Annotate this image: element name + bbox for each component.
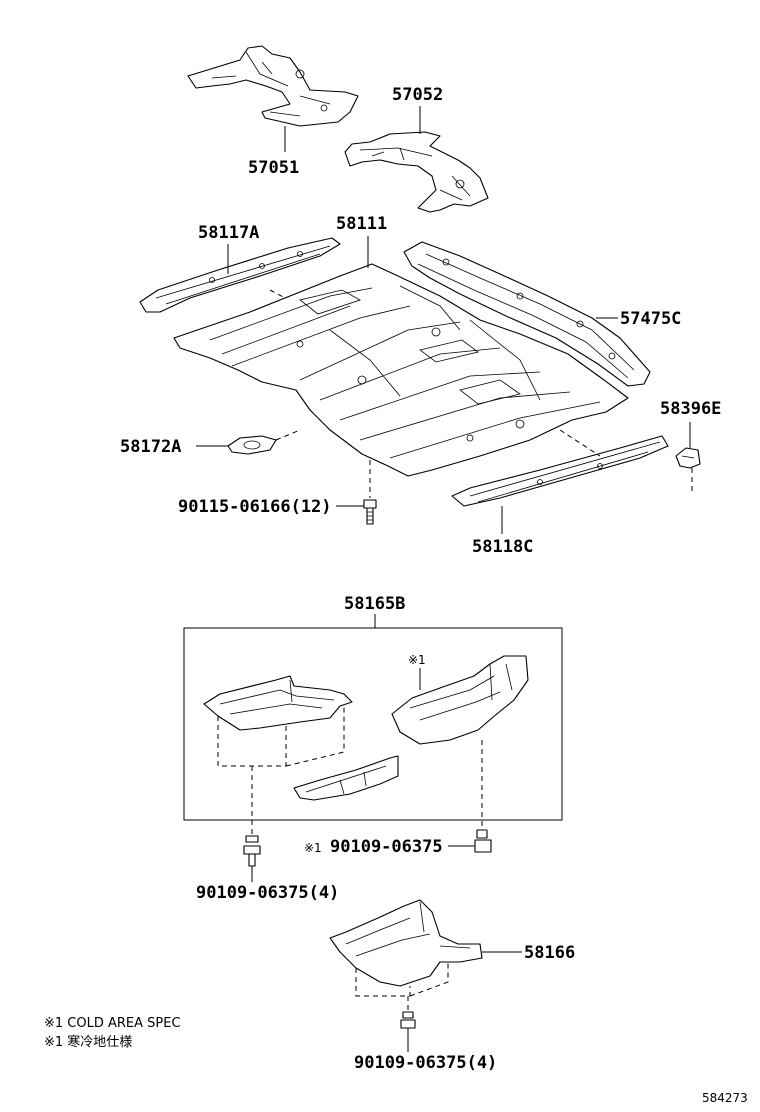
diagram-number: 584273 — [702, 1091, 748, 1105]
note-cold-area-spec-jp: ※1 寒冷地仕様 — [44, 1034, 132, 1050]
label-58396E: 58396E — [660, 399, 721, 419]
bolt-90109-06375-bottom[interactable] — [400, 1011, 416, 1029]
cold-spec-mark-cover: ※1 — [408, 653, 426, 667]
label-57052: 57052 — [392, 85, 443, 105]
label-58118C: 58118C — [472, 537, 533, 557]
label-58165B: 58165B — [344, 594, 405, 614]
bolt-90109-06375-left[interactable] — [243, 835, 261, 867]
part-58165B-bracket[interactable] — [293, 755, 399, 801]
assembly-58165B-box — [183, 627, 563, 821]
label-90115-06166: 90115-06166(12) — [178, 497, 332, 517]
label-90109-06375-left: 90109-06375(4) — [196, 883, 339, 903]
part-58165B-right-cover[interactable] — [391, 655, 529, 745]
label-90109-06375-bottom: 90109-06375(4) — [354, 1053, 497, 1073]
part-58172A-plug[interactable] — [227, 435, 277, 455]
part-57475C-side-member[interactable] — [403, 241, 651, 387]
part-57051-crossmember[interactable] — [187, 45, 359, 127]
bolt-90115-06166[interactable] — [363, 499, 377, 525]
label-58172A: 58172A — [120, 437, 181, 457]
part-58165B-left-cover[interactable] — [203, 675, 353, 731]
part-58111-floor-pan[interactable] — [173, 263, 629, 477]
part-58396E-bracket[interactable] — [675, 447, 701, 469]
label-58166: 58166 — [524, 943, 575, 963]
label-57051: 57051 — [248, 158, 299, 178]
label-57475C: 57475C — [620, 309, 681, 329]
label-58111: 58111 — [336, 214, 387, 234]
part-58117A-side-member[interactable] — [139, 237, 341, 313]
label-58117A: 58117A — [198, 223, 259, 243]
part-58166-cover[interactable] — [329, 899, 483, 987]
bolt-90109-06375-mid[interactable] — [474, 829, 492, 853]
label-90109-06375-mid: 90109-06375 — [330, 837, 443, 857]
cold-spec-mark-bolt: ※1 — [304, 841, 322, 855]
part-57052-crossmember[interactable] — [344, 131, 489, 213]
note-cold-area-spec: ※1 COLD AREA SPEC — [44, 1016, 181, 1031]
part-58118C-side-member[interactable] — [451, 435, 669, 507]
